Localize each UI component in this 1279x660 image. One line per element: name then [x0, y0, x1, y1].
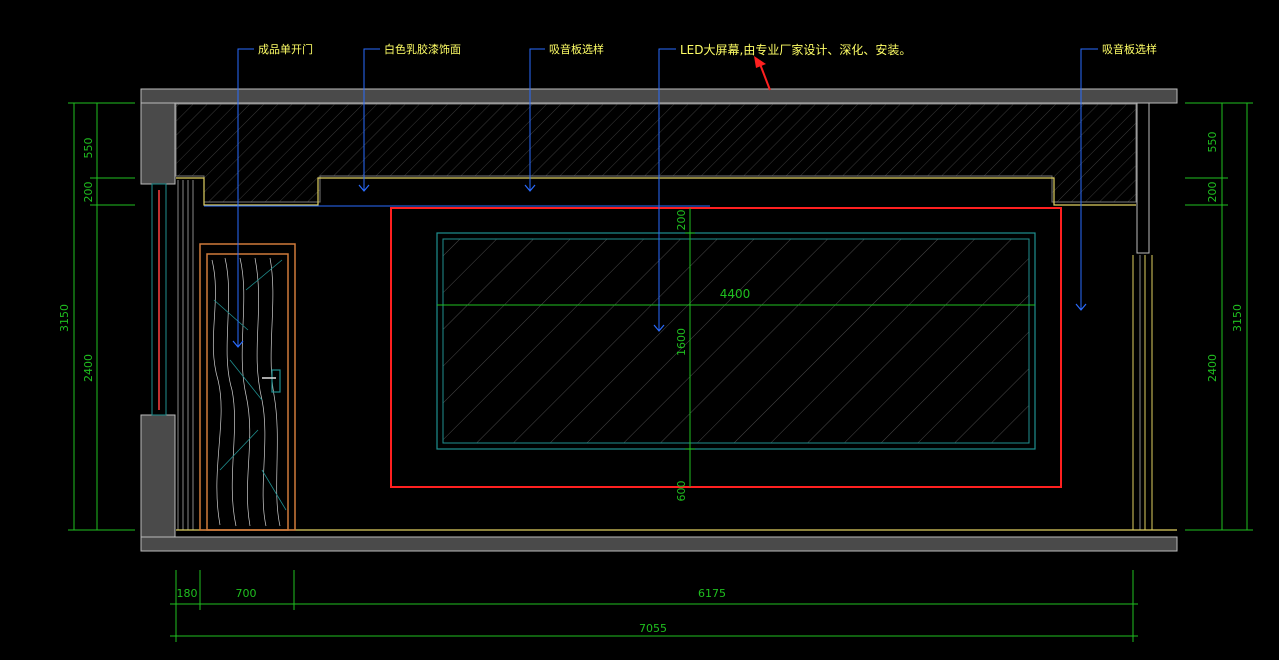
callout-led: LED大屏幕,由专业厂家设计、深化、安装。 [680, 42, 911, 57]
left-wall-upper [140, 102, 176, 185]
door-handle-icon [262, 369, 281, 393]
left-dim-2400: 2400 [82, 354, 95, 382]
led-screen-outer [436, 232, 1036, 450]
callout-door: 成品单开门 [258, 42, 313, 56]
ceiling-acoustic-panel [175, 103, 1137, 203]
leader-arrow-icons [232, 184, 1087, 348]
door-leaf [206, 253, 289, 531]
left-dim-550: 550 [82, 138, 95, 159]
right-dim-3150: 3150 [1231, 304, 1244, 332]
floor-slab [140, 536, 1178, 552]
red-arrow-icon [754, 56, 771, 91]
screen-dim-1600: 1600 [675, 328, 688, 356]
bottom-dim-6175: 6175 [698, 587, 726, 600]
right-dim-2400: 2400 [1206, 354, 1219, 382]
right-dim-200: 200 [1206, 182, 1219, 203]
left-dim-3150: 3150 [58, 304, 71, 332]
right-dimension-lines [1185, 102, 1253, 531]
door-wood-grain [211, 257, 281, 527]
screen-dimensions [437, 208, 1035, 487]
left-dim-200: 200 [82, 182, 95, 203]
screen-dim-200: 200 [675, 210, 688, 231]
led-highlight-box [390, 207, 1062, 488]
callout-acoustic-2: 吸音板选样 [1102, 42, 1157, 56]
callout-leaders [237, 48, 1098, 346]
wall-panel-lines [177, 180, 194, 530]
left-wall-lower [140, 414, 176, 538]
callout-acoustic-1: 吸音板选样 [549, 42, 604, 56]
left-window [151, 183, 167, 416]
ceiling-edge [176, 177, 1136, 206]
bottom-dimension-lines [170, 570, 1138, 642]
led-screen-inner [442, 238, 1030, 444]
left-dimension-lines [68, 102, 135, 531]
bottom-dim-180: 180 [177, 587, 198, 600]
screen-dim-4400: 4400 [720, 287, 751, 301]
right-dim-550: 550 [1206, 132, 1219, 153]
right-wall [1136, 102, 1150, 254]
bottom-dim-7055: 7055 [639, 622, 667, 635]
screen-dim-600: 600 [675, 481, 688, 502]
bottom-dim-700: 700 [236, 587, 257, 600]
callout-latex: 白色乳胶漆饰面 [384, 42, 461, 56]
door-cyan-grain [213, 259, 287, 511]
